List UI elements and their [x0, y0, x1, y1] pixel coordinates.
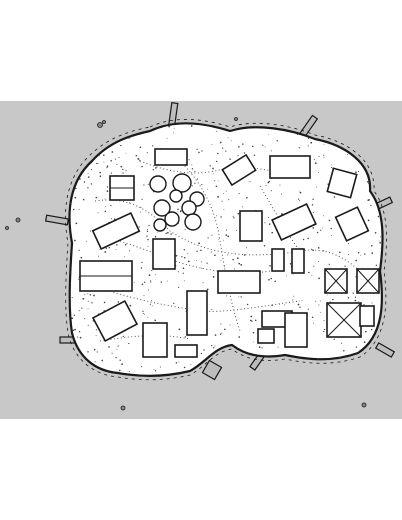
rock	[361, 402, 367, 408]
building	[326, 167, 358, 199]
building	[291, 248, 305, 274]
rock	[234, 117, 238, 121]
tree	[169, 189, 183, 203]
rock	[97, 122, 103, 128]
building	[239, 210, 263, 242]
trees	[149, 173, 205, 232]
island	[68, 122, 384, 377]
rocks	[5, 117, 367, 411]
building	[91, 299, 139, 343]
tree	[172, 173, 192, 193]
pier	[44, 214, 70, 226]
building	[186, 290, 208, 336]
island-shore-line	[65, 119, 387, 381]
island-map	[0, 101, 402, 419]
rock	[5, 226, 9, 230]
roof-lines	[80, 187, 380, 338]
building	[284, 312, 308, 348]
building	[221, 153, 257, 187]
building	[154, 148, 188, 166]
tree	[149, 175, 167, 193]
building	[359, 305, 375, 327]
tree	[184, 213, 202, 231]
rock	[102, 120, 106, 124]
building	[269, 155, 311, 179]
rock	[120, 405, 126, 411]
building	[271, 202, 317, 242]
pier	[374, 342, 396, 358]
building	[334, 206, 370, 242]
building	[91, 211, 141, 251]
building	[174, 344, 198, 358]
building	[217, 270, 261, 294]
tree	[164, 211, 180, 227]
building	[271, 248, 285, 272]
building	[257, 328, 275, 344]
building	[142, 322, 168, 358]
pier	[201, 359, 223, 381]
tree	[153, 218, 167, 232]
tree	[181, 200, 197, 216]
tree	[153, 199, 171, 217]
rock	[15, 217, 21, 223]
building	[152, 238, 176, 270]
